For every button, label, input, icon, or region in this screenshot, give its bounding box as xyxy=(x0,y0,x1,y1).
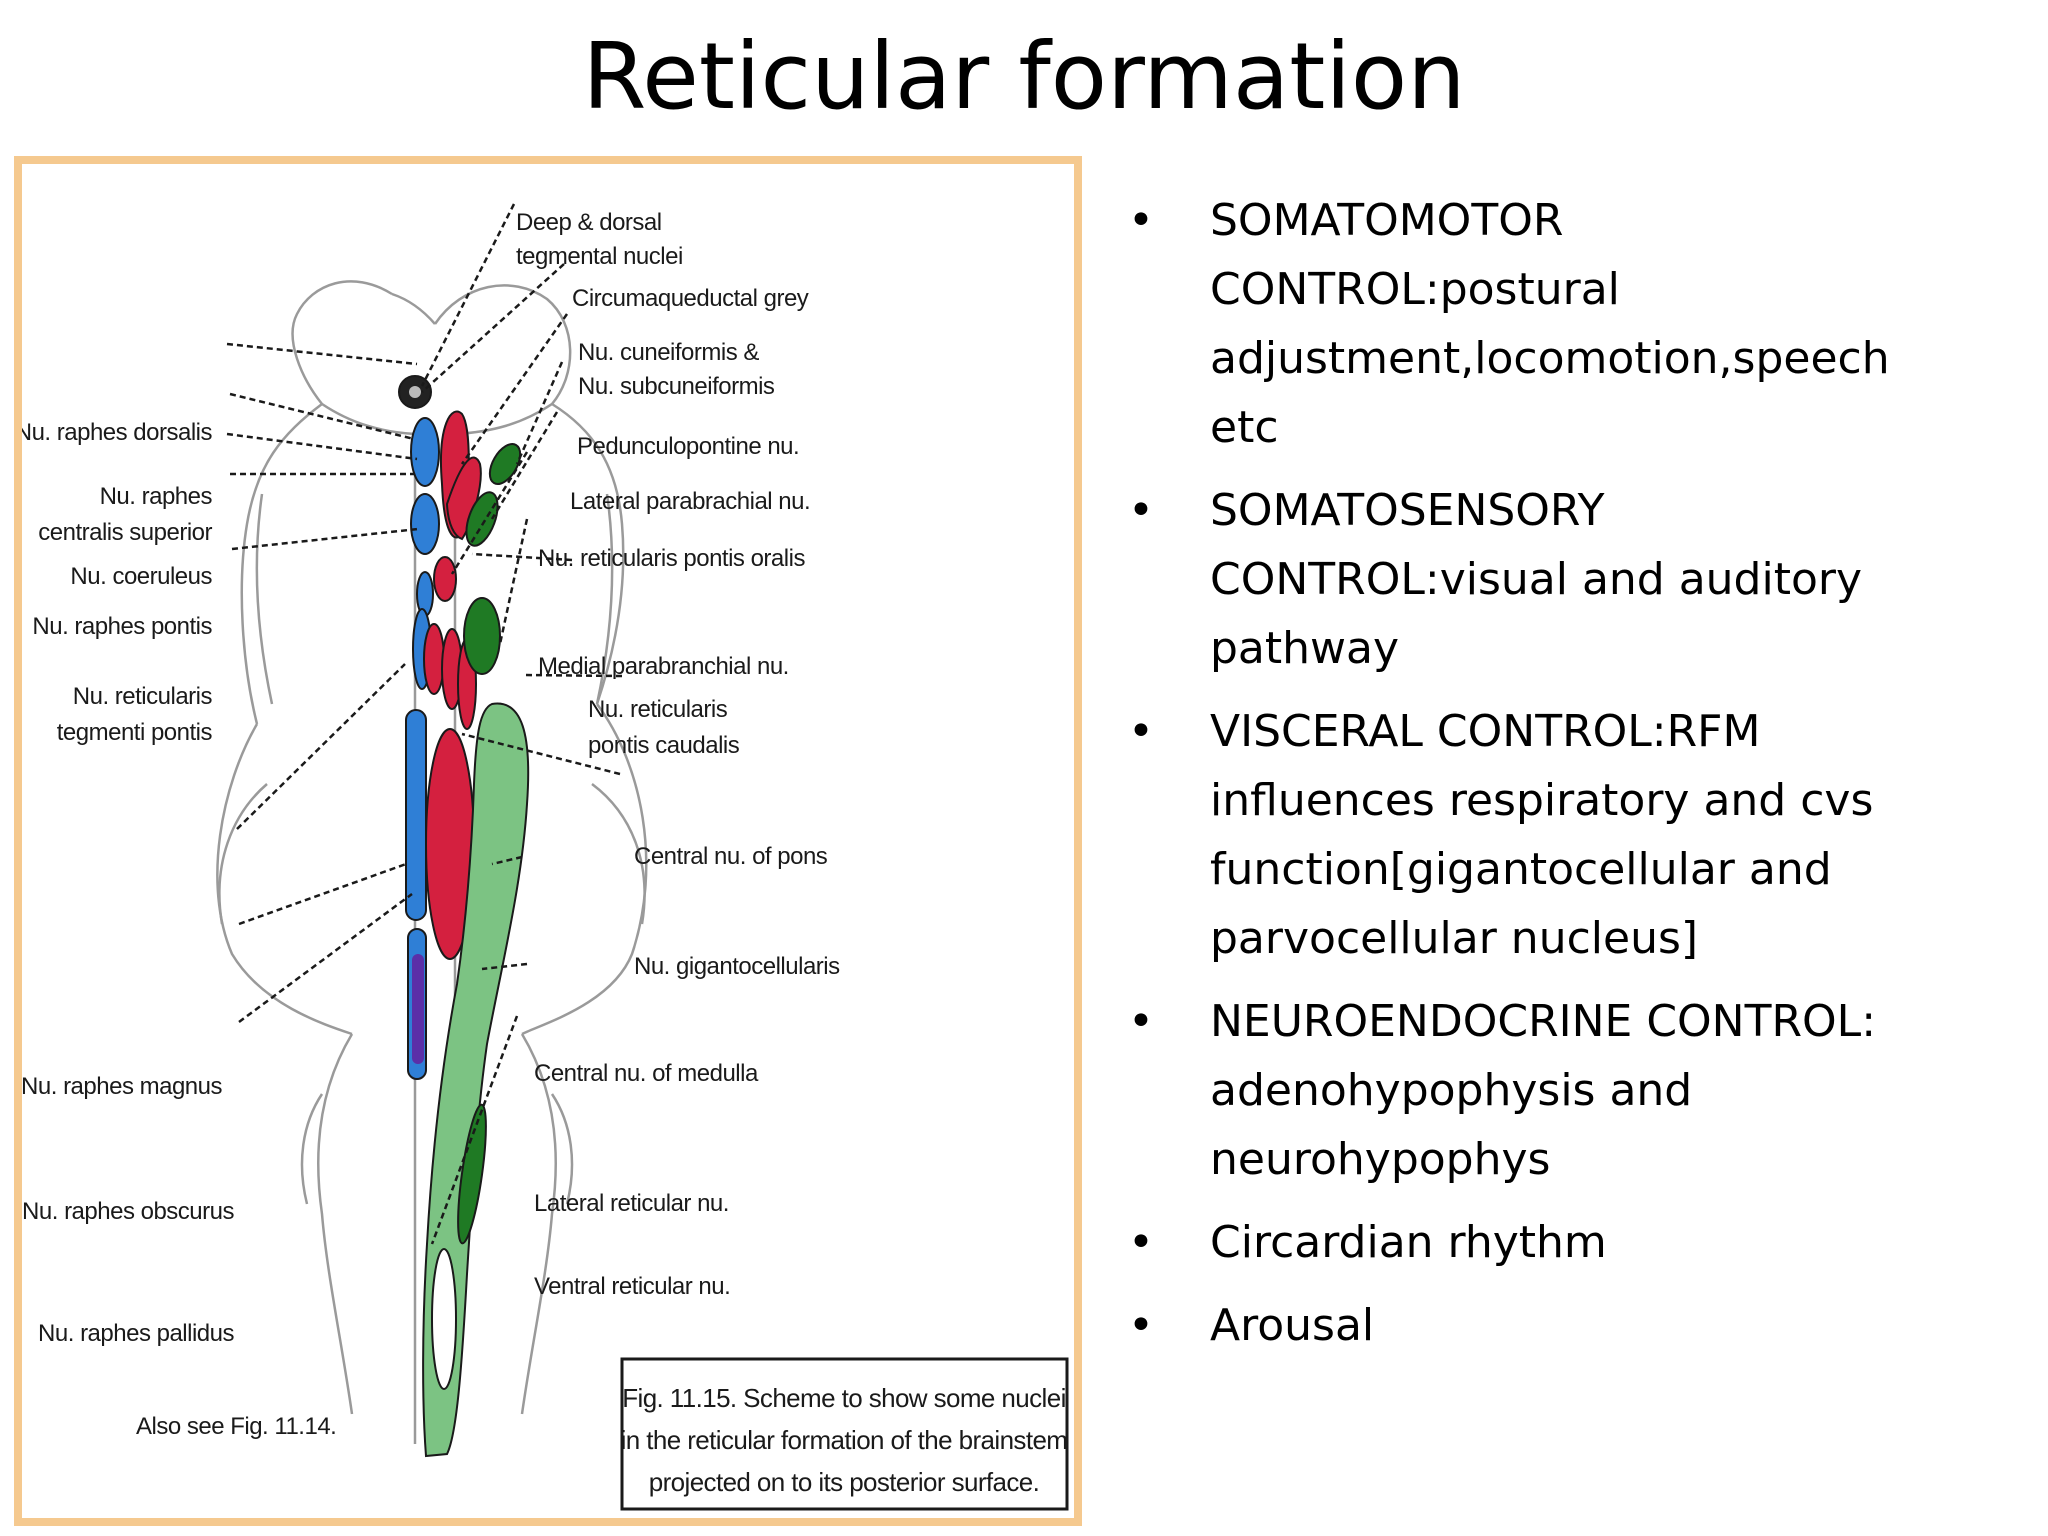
bullet-line: NEUROENDOCRINE CONTROL: xyxy=(1210,996,1877,1047)
bullet-line: pathway xyxy=(1210,623,1400,674)
bullet-marker: • xyxy=(1128,706,1154,757)
pontis-oralis-nucleus xyxy=(433,556,457,602)
caption-line-3: projected on to its posterior surface. xyxy=(649,1467,1040,1497)
label-pontis-oralis: Nu. reticularis pontis oralis xyxy=(538,545,805,572)
label-pontis-caudalis-2: pontis caudalis xyxy=(588,732,740,759)
bullet-list: • SOMATOMOTOR CONTROL:postural adjustmen… xyxy=(1128,186,2028,1374)
leader-lines xyxy=(226,203,623,1245)
bullet-line: SOMATOSENSORY xyxy=(1210,485,1605,536)
raphes-dorsalis-nucleus xyxy=(410,417,440,487)
label-central-pons: Central nu. of pons xyxy=(634,843,828,870)
label-raphes-centralis-2: centralis superior xyxy=(38,519,212,546)
caption-box xyxy=(620,1357,1069,1511)
bullet-line: adjustment,locomotion,speech xyxy=(1210,333,1890,384)
figure-caption: Fig. 11.15. Scheme to show some nuclei i… xyxy=(620,1357,1069,1511)
lateral-reticular-nucleus xyxy=(457,1103,487,1245)
bullet-marker: • xyxy=(1128,195,1154,246)
slide-title: Reticular formation xyxy=(582,23,1466,130)
label-raphes-magnus: Nu. raphes magnus xyxy=(22,1073,222,1100)
bullet-item: • Circardian rhythm xyxy=(1128,1208,2028,1277)
nuclei-group xyxy=(398,375,530,1458)
label-raphes-obscurus: Nu. raphes obscurus xyxy=(22,1198,234,1225)
label-pontis-caudalis-1: Nu. reticularis xyxy=(588,696,728,723)
label-coeruleus: Nu. coeruleus xyxy=(70,563,212,590)
bullet-item: • VISCERAL CONTROL:RFM influences respir… xyxy=(1128,697,2028,973)
bullet-item: • Arousal xyxy=(1128,1291,2028,1360)
label-circumaqueductal: Circumaqueductal grey xyxy=(572,285,809,312)
bullet-line: function[gigantocellular and xyxy=(1210,844,1832,895)
label-reticularis-tegmenti-2: tegmenti pontis xyxy=(57,719,213,746)
lateral-parabrachial-nucleus xyxy=(465,491,499,547)
label-raphes-dorsalis: Nu. raphes dorsalis xyxy=(22,419,213,446)
ventral-reticular-nucleus xyxy=(431,1248,457,1390)
bullet-line: SOMATOMOTOR xyxy=(1210,195,1564,246)
caption-line-2: in the reticular formation of the brains… xyxy=(621,1425,1068,1455)
label-medial-parabranchial: Medial parabranchial nu. xyxy=(538,653,789,680)
subcuneiformis-nucleus xyxy=(445,456,482,541)
bullet-line: neurohypophys xyxy=(1210,1134,1551,1185)
label-gigantocellularis: Nu. gigantocellularis xyxy=(634,953,840,980)
bullet-line: Arousal xyxy=(1210,1300,1375,1351)
label-pedunculopontine: Pedunculopontine nu. xyxy=(577,433,799,460)
bullet-line: adenohypophysis and xyxy=(1210,1065,1693,1116)
aqueduct-mark xyxy=(409,386,421,398)
bullet-item: • SOMATOMOTOR CONTROL:postural adjustmen… xyxy=(1128,186,2028,462)
bullet-marker: • xyxy=(1128,1300,1154,1351)
bullet-line: CONTROL:postural xyxy=(1210,264,1620,315)
caption-line-1: Fig. 11.15. Scheme to show some nuclei xyxy=(622,1383,1066,1413)
bullet-item: • NEUROENDOCRINE CONTROL: adenohypophysi… xyxy=(1128,987,2028,1194)
label-lateral-parabrachial: Lateral parabrachial nu. xyxy=(570,488,810,515)
label-deep-dorsal-1: Deep & dorsal xyxy=(516,209,662,236)
label-ventral-reticular: Ventral reticular nu. xyxy=(534,1273,730,1300)
bullet-line: etc xyxy=(1210,402,1279,453)
raphes-magnus-nucleus xyxy=(405,709,427,921)
bullet-marker: • xyxy=(1128,485,1154,536)
label-lateral-reticular: Lateral reticular nu. xyxy=(534,1190,729,1217)
bullet-item: • SOMATOSENSORY CONTROL:visual and audit… xyxy=(1128,476,2028,683)
bullet-line: parvocellular nucleus] xyxy=(1210,913,1699,964)
label-raphes-pontis: Nu. raphes pontis xyxy=(32,613,212,640)
label-see-also: Also see Fig. 11.14. xyxy=(136,1413,336,1440)
bullet-line: CONTROL:visual and auditory xyxy=(1210,554,1863,605)
bullet-line: Circardian rhythm xyxy=(1210,1217,1607,1268)
label-deep-dorsal-2: tegmental nuclei xyxy=(516,243,683,270)
raphes-pallidus-nucleus xyxy=(412,954,424,1064)
bullet-line: influences respiratory and cvs xyxy=(1210,775,1874,826)
reticularis-tegmenti-nucleus-a xyxy=(423,623,445,695)
label-central-medulla: Central nu. of medulla xyxy=(534,1060,759,1087)
label-reticularis-tegmenti-1: Nu. reticularis xyxy=(73,683,213,710)
bullet-marker: • xyxy=(1128,996,1154,1047)
label-cuneiformis-2: Nu. subcuneiformis xyxy=(578,373,775,400)
bullet-line: VISCERAL CONTROL:RFM xyxy=(1210,706,1761,757)
label-raphes-centralis-1: Nu. raphes xyxy=(100,483,213,510)
label-cuneiformis-1: Nu. cuneiformis & xyxy=(578,339,759,366)
bullet-marker: • xyxy=(1128,1217,1154,1268)
raphes-centralis-nucleus xyxy=(410,493,440,555)
brainstem-diagram: Deep & dorsal tegmental nuclei Circumaqu… xyxy=(22,203,1069,1511)
brainstem-figure: Deep & dorsal tegmental nuclei Circumaqu… xyxy=(14,156,1082,1526)
medial-parabranchial-nucleus xyxy=(463,597,501,675)
label-raphes-pallidus: Nu. raphes pallidus xyxy=(38,1320,234,1347)
